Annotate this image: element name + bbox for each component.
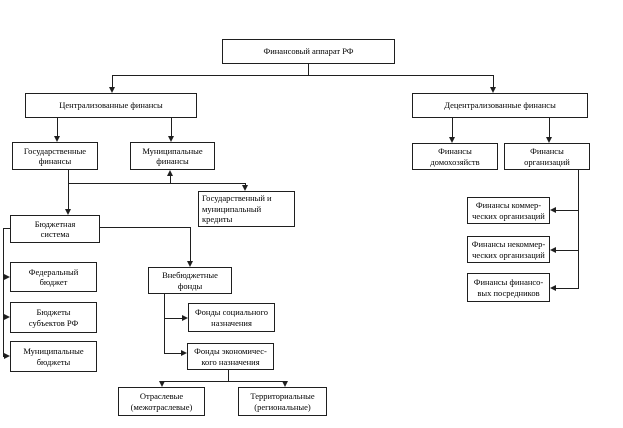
- node-label: Централизованные финансы: [59, 100, 163, 111]
- node-label: Территориальные (региональные): [250, 391, 315, 412]
- connector-line: [308, 64, 309, 75]
- connector-line: [555, 250, 579, 251]
- node-label: Внебюджетные фонды: [162, 270, 218, 291]
- node-sectoral-funds: Отраслевые (межотраслевые): [118, 387, 205, 416]
- node-label: Государственный и муниципальный кредиты: [202, 193, 272, 225]
- arrowhead-left-icon: [550, 247, 556, 253]
- arrowhead-down-icon: [490, 87, 496, 93]
- connector-line: [68, 170, 69, 209]
- connector-line: [164, 318, 182, 319]
- arrowhead-down-icon: [546, 137, 552, 143]
- arrowhead-right-icon: [4, 274, 10, 280]
- node-social-funds: Фонды социального назначения: [188, 303, 275, 332]
- arrowhead-left-icon: [550, 285, 556, 291]
- arrowhead-down-icon: [159, 381, 165, 387]
- node-state-municipal-credit: Государственный и муниципальный кредиты: [198, 191, 295, 227]
- connector-line: [170, 176, 171, 183]
- node-financial-apparatus-rf: Финансовый аппарат РФ: [222, 39, 395, 64]
- connector-line: [57, 118, 58, 136]
- connector-line: [3, 228, 4, 357]
- node-noncommercial-org-finances: Финансы некоммер- ческих организаций: [467, 236, 550, 263]
- node-economic-funds: Фонды экономичес- кого назначения: [187, 343, 274, 370]
- connector-line: [555, 288, 579, 289]
- arrowhead-down-icon: [109, 87, 115, 93]
- connector-line: [164, 353, 182, 354]
- node-label: Федеральный бюджет: [28, 266, 79, 288]
- arrowhead-right-icon: [181, 350, 187, 356]
- connector-line: [452, 118, 453, 137]
- node-municipal-budgets: Муниципальные бюджеты: [10, 341, 97, 372]
- connector-line: [3, 228, 10, 229]
- arrowhead-down-icon: [187, 261, 193, 267]
- connector-line: [578, 170, 579, 288]
- node-label: Фонды экономичес- кого назначения: [194, 346, 267, 367]
- node-centralized-finances: Централизованные финансы: [25, 93, 197, 118]
- connector-line: [555, 210, 579, 211]
- arrowhead-down-icon: [168, 136, 174, 142]
- node-label: Финансовый аппарат РФ: [263, 46, 354, 57]
- node-label: Финансы коммер- ческих организаций: [472, 200, 545, 221]
- node-label: Финансы домохозяйств: [430, 146, 480, 167]
- node-label: Отраслевые (межотраслевые): [130, 391, 193, 412]
- node-decentralized-finances: Децентрализованные финансы: [412, 93, 588, 118]
- arrowhead-left-icon: [550, 207, 556, 213]
- connector-line: [68, 183, 246, 184]
- node-label: Децентрализованные финансы: [444, 100, 556, 111]
- node-municipal-finances: Муниципальные финансы: [130, 142, 215, 170]
- node-label: Муниципальные бюджеты: [23, 346, 84, 367]
- connector-line: [112, 75, 113, 87]
- node-territorial-funds: Территориальные (региональные): [238, 387, 327, 416]
- node-label: Бюджеты субъектов РФ: [28, 307, 79, 328]
- node-organization-finances: Финансы организаций: [504, 143, 590, 170]
- connector-line: [549, 118, 550, 137]
- arrowhead-down-icon: [242, 185, 248, 191]
- node-label: Финансы финансо- вых посредников: [473, 277, 544, 298]
- node-subject-budgets: Бюджеты субъектов РФ: [10, 302, 97, 333]
- arrowhead-down-icon: [65, 209, 71, 215]
- arrowhead-right-icon: [182, 315, 188, 321]
- arrowhead-up-icon: [167, 170, 173, 176]
- node-budget-system: Бюджетная система: [10, 215, 100, 243]
- node-household-finances: Финансы домохозяйств: [412, 143, 498, 170]
- node-label: Муниципальные финансы: [142, 145, 203, 167]
- node-label: Финансы организаций: [524, 146, 570, 167]
- connector-line: [112, 75, 494, 76]
- node-label: Фонды социального назначения: [194, 307, 269, 328]
- connector-line: [100, 227, 190, 228]
- connector-line: [162, 381, 286, 382]
- arrowhead-down-icon: [449, 137, 455, 143]
- node-state-finances: Государственные финансы: [12, 142, 98, 170]
- connector-line: [190, 227, 191, 261]
- node-extrabudgetary-funds: Внебюджетные фонды: [148, 267, 232, 294]
- arrowhead-right-icon: [4, 353, 10, 359]
- connector-line: [164, 294, 165, 354]
- connector-line: [493, 75, 494, 87]
- node-commercial-org-finances: Финансы коммер- ческих организаций: [467, 197, 550, 224]
- node-label: Бюджетная система: [34, 218, 76, 240]
- connector-line: [245, 183, 246, 185]
- arrowhead-down-icon: [282, 381, 288, 387]
- arrowhead-down-icon: [54, 136, 60, 142]
- node-label: Государственные финансы: [23, 145, 87, 167]
- connector-line: [228, 370, 229, 381]
- node-federal-budget: Федеральный бюджет: [10, 262, 97, 292]
- connector-line: [171, 118, 172, 136]
- node-label: Финансы некоммер- ческих организаций: [471, 239, 546, 260]
- node-financial-intermediaries: Финансы финансо- вых посредников: [467, 273, 550, 302]
- arrowhead-right-icon: [4, 314, 10, 320]
